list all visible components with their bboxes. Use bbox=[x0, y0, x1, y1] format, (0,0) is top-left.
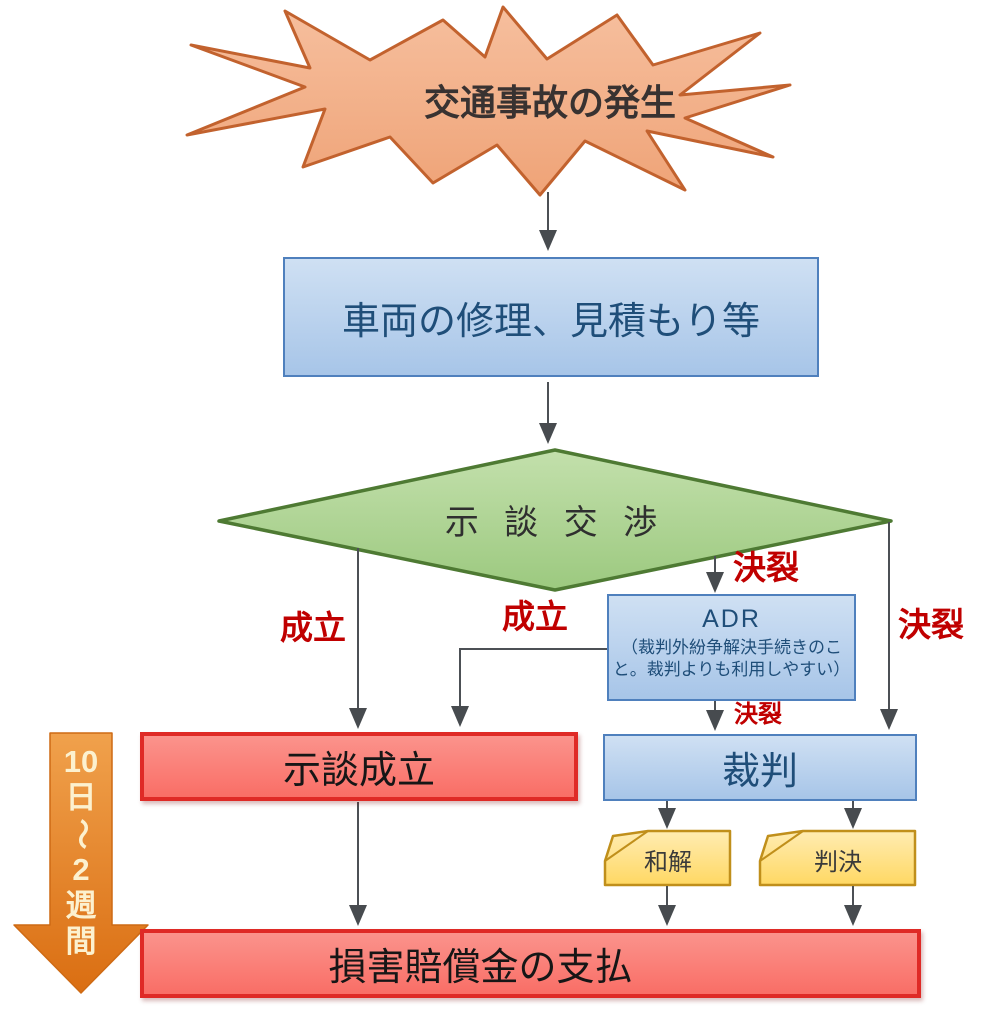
negotiation-diamond-label: 示 談 交 渉 bbox=[444, 503, 666, 542]
duration-arrow-shape bbox=[13, 732, 149, 994]
edge-label-breakdown-after-adr: 決裂 bbox=[734, 701, 782, 728]
compromise-label: 和解 bbox=[644, 848, 692, 876]
edge-label-established-left: 成立 bbox=[280, 609, 346, 646]
adr-box-title: ADR bbox=[702, 605, 761, 633]
judgment-label: 判決 bbox=[814, 848, 862, 876]
edge-label-breakdown-to-adr: 決裂 bbox=[733, 549, 799, 586]
repair-box-label: 車両の修理、見積もり等 bbox=[341, 300, 760, 343]
trial-box: 裁判 bbox=[603, 734, 917, 801]
adr-box-desc-line1: （裁判外紛争解決手続きのこ bbox=[621, 638, 842, 657]
judgment-shape bbox=[758, 829, 917, 887]
adr-box: ADR （裁判外紛争解決手続きのこ と。裁判よりも利用しやすい） bbox=[607, 594, 856, 701]
payment-box-label: 損害賠償金の支払 bbox=[328, 947, 633, 989]
settlement-box-label: 示談成立 bbox=[282, 750, 435, 792]
compromise-shape bbox=[603, 829, 732, 887]
adr-box-desc-line2: と。裁判よりも利用しやすい） bbox=[612, 660, 851, 679]
payment-box: 損害賠償金の支払 bbox=[140, 929, 921, 998]
settlement-box: 示談成立 bbox=[140, 732, 578, 801]
connector-adr-settlement bbox=[451, 648, 607, 727]
repair-box: 車両の修理、見積もり等 bbox=[283, 257, 819, 377]
accident-burst-label: 交通事故の発生 bbox=[423, 82, 676, 123]
edge-label-breakdown-right: 決裂 bbox=[898, 606, 964, 643]
negotiation-diamond-shape bbox=[217, 448, 893, 592]
trial-box-label: 裁判 bbox=[721, 751, 798, 793]
edge-label-established-mid: 成立 bbox=[502, 598, 568, 635]
accident-burst-shape bbox=[185, 5, 792, 197]
